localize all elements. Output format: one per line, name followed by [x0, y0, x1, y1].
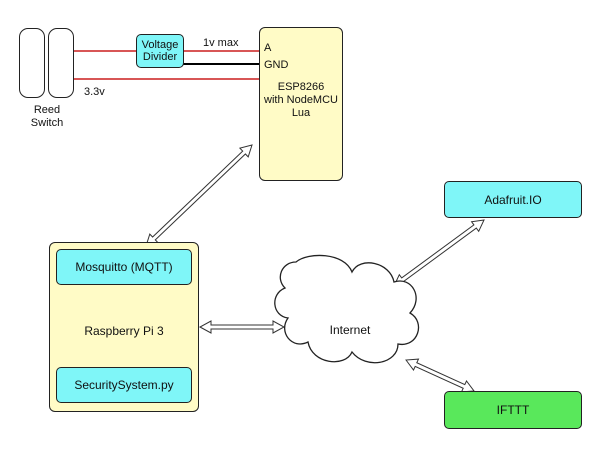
esp-pin-a-label: A	[264, 42, 272, 54]
ifttt-label: IFTTT	[496, 403, 530, 417]
double-arrow-shape	[393, 219, 485, 287]
reed-switch-right-contact	[48, 28, 74, 98]
wire-label-max-voltage: 1v max	[203, 37, 239, 49]
arrow-internet-ifttt	[405, 358, 475, 393]
adafruit-io-label: Adafruit.IO	[484, 192, 542, 207]
raspberry-pi-board: Mosquitto (MQTT) Raspberry Pi 3 Security…	[49, 242, 199, 412]
esp8266-board: A GND ESP8266 with NodeMCU Lua	[259, 27, 343, 181]
arrow-internet-adafruit	[393, 219, 485, 287]
security-system-script-label: SecuritySystem.py	[74, 378, 174, 392]
esp-title-line2: with NodeMCU	[264, 94, 338, 106]
double-arrow-shape	[405, 358, 475, 393]
reed-switch-label-line1: Reed	[33, 104, 61, 116]
esp-pin-gnd-label: GND	[264, 59, 289, 71]
mosquitto-mqtt-label: Mosquitto (MQTT)	[75, 260, 173, 274]
reed-switch-label: Reed Switch	[18, 104, 76, 130]
raspberry-pi-title: Raspberry Pi 3	[84, 324, 164, 338]
esp-title: ESP8266 with NodeMCU Lua	[260, 81, 342, 120]
arrow-esp-pi	[145, 144, 253, 247]
mosquitto-mqtt-box: Mosquitto (MQTT)	[56, 249, 192, 285]
double-arrow-shape	[145, 144, 253, 247]
voltage-divider-line1: Voltage	[141, 39, 179, 51]
voltage-divider-line2: Divider	[142, 51, 178, 63]
esp-title-line1: ESP8266	[277, 81, 325, 93]
double-arrow-shape	[198, 320, 286, 334]
ifttt-box: IFTTT	[444, 391, 582, 429]
wire-label-supply-voltage: 3.3v	[84, 86, 105, 98]
voltage-divider-box: Voltage Divider	[136, 34, 184, 68]
adafruit-io-box: Adafruit.IO	[444, 181, 582, 218]
esp-title-line3: Lua	[291, 107, 311, 119]
security-system-script-box: SecuritySystem.py	[56, 367, 192, 403]
arrow-pi-internet	[198, 320, 286, 334]
cloud-shape	[274, 254, 420, 364]
internet-label: Internet	[329, 323, 371, 337]
reed-switch-label-line2: Switch	[30, 117, 64, 129]
reed-switch-left-contact	[19, 28, 45, 98]
